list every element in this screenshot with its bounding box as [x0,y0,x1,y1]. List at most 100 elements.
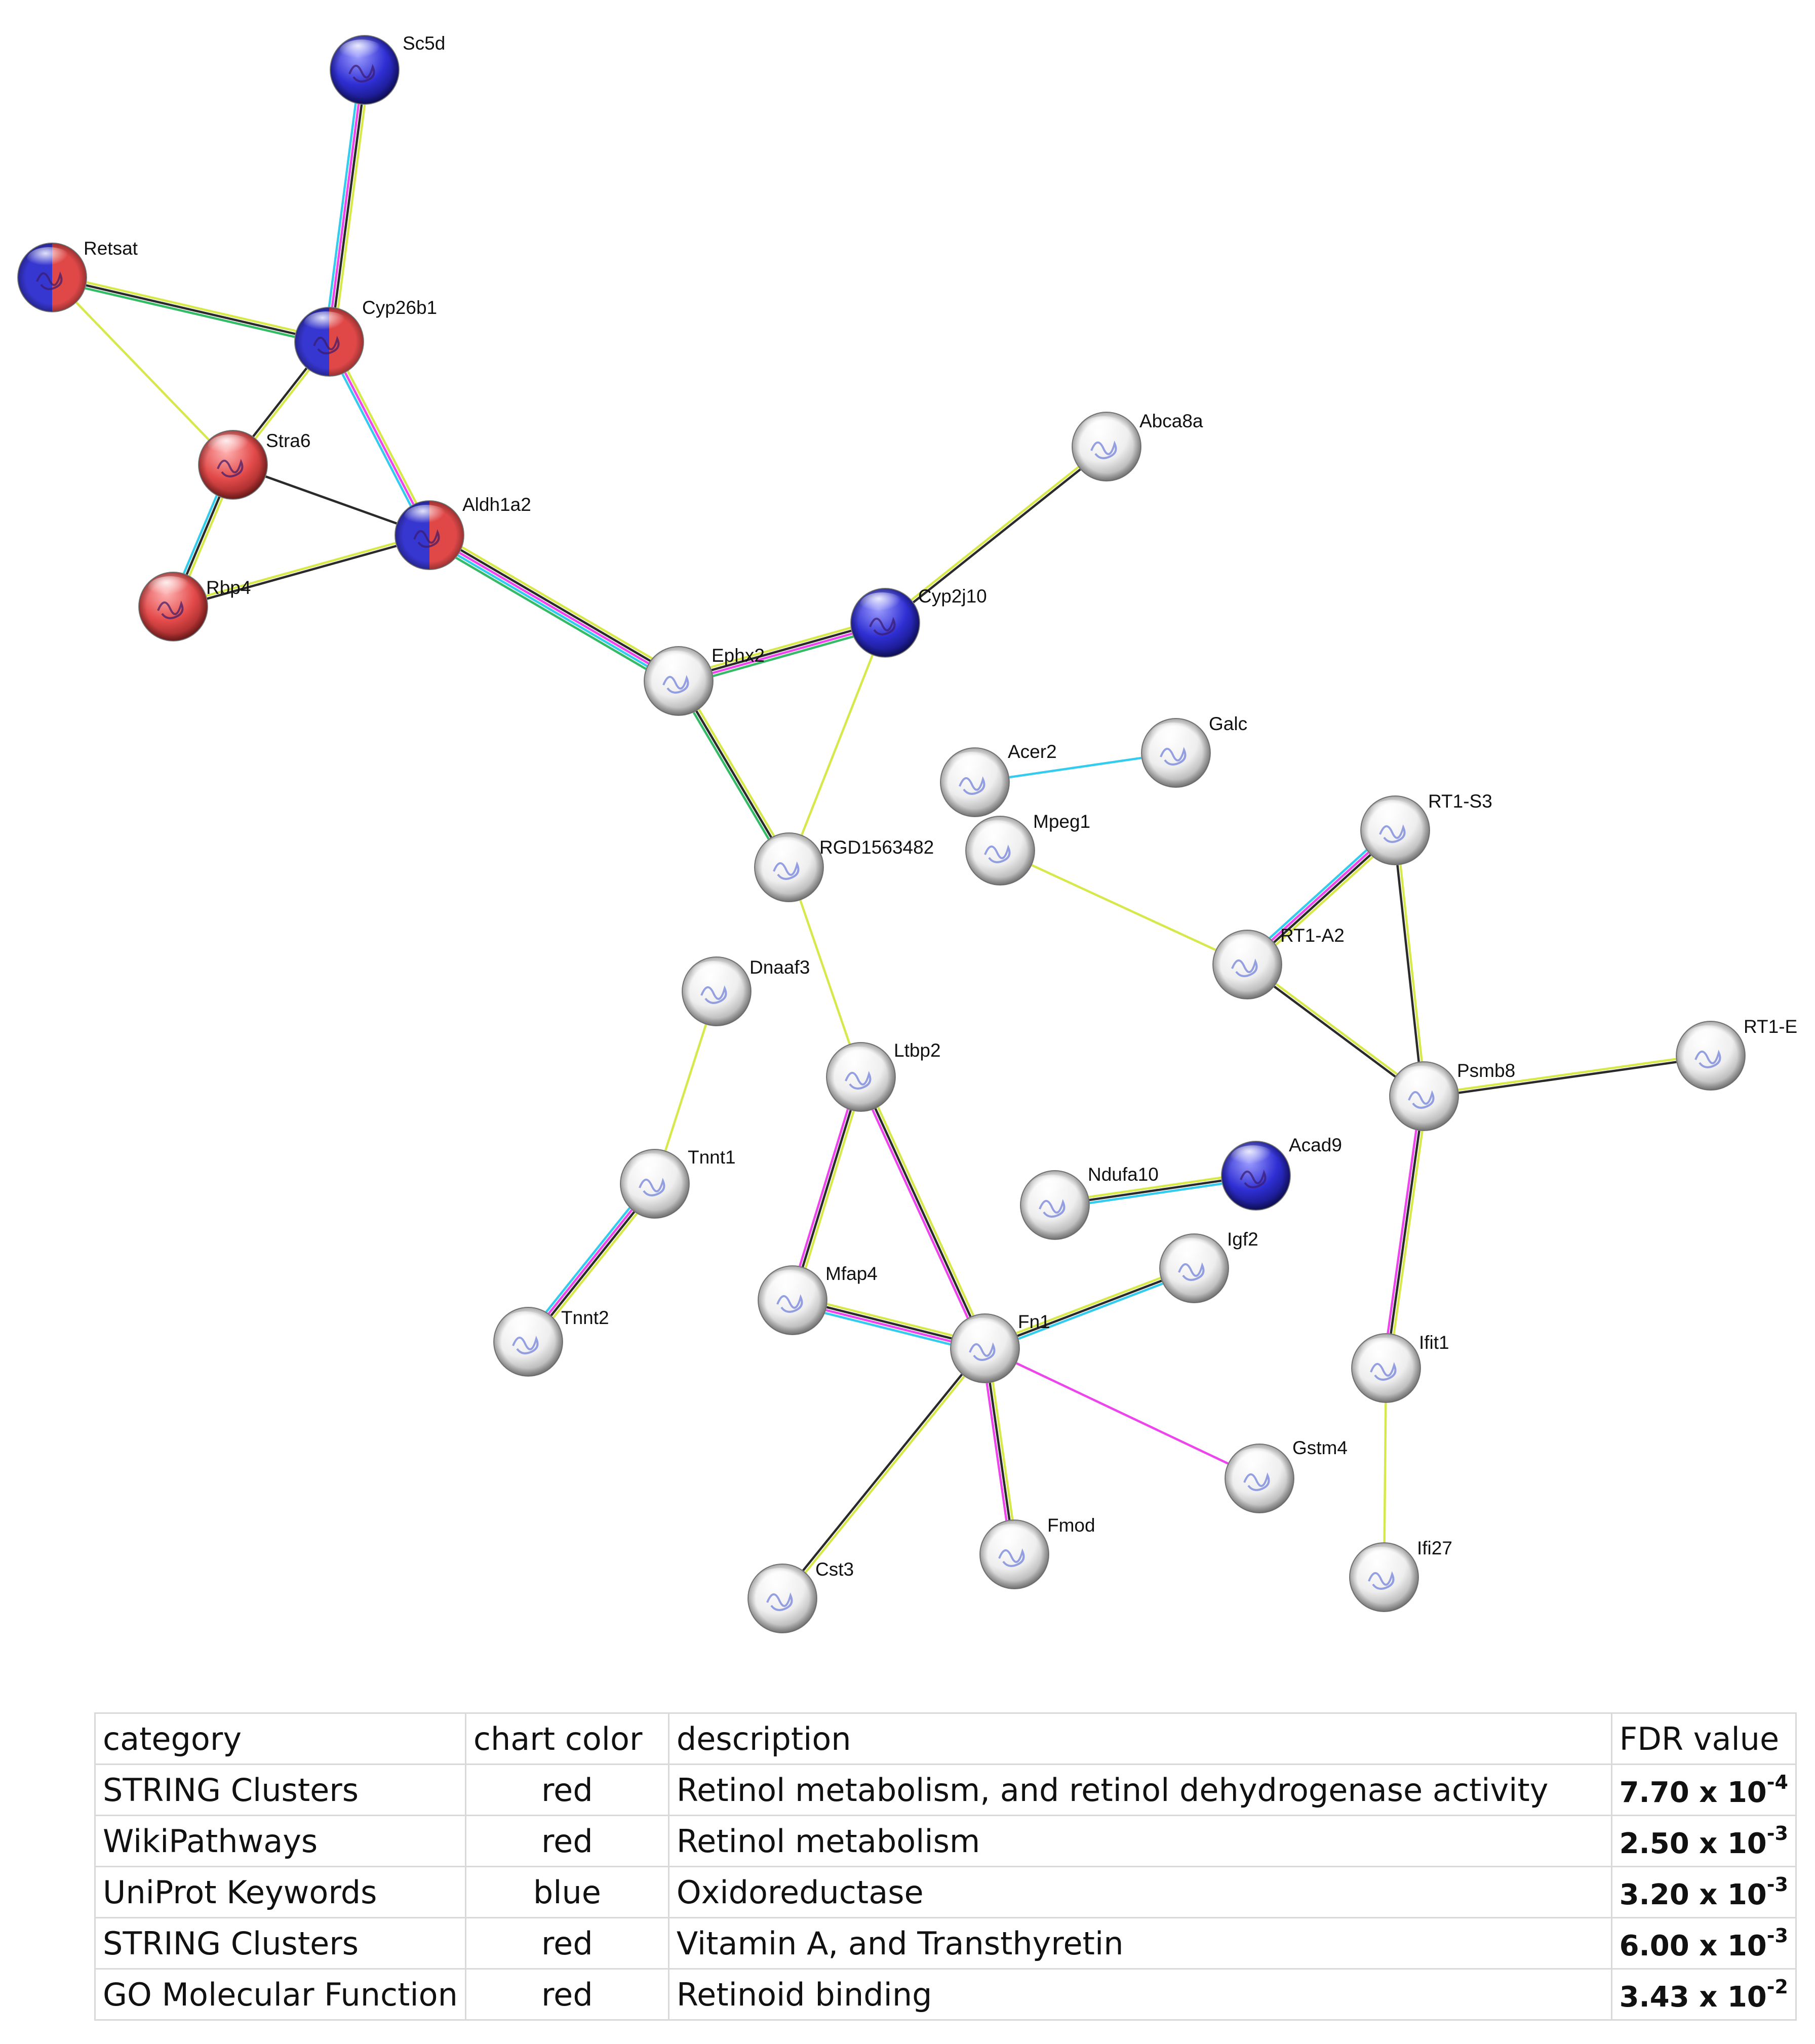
edge-evidence-line [1000,849,1248,966]
node-Ndufa10[interactable]: Ndufa10 [1020,1164,1159,1240]
node-label: Tnnt1 [688,1147,736,1168]
fdr-exponent: -2 [1766,1975,1788,1998]
edge-evidence-line [678,680,790,868]
node-Rbp4[interactable]: Rbp4 [138,572,251,642]
node-label: Ephx2 [712,645,765,666]
row-chart-color: red [464,1815,669,1867]
row-fdr-value: 3.20 x 10-3 [1610,1866,1797,1918]
edge-evidence-line [859,1076,987,1349]
node-Ephx2[interactable]: Ephx2 [644,645,765,716]
node-highlight [404,505,449,529]
edge-Cyp2j10-Abca8a [883,444,1109,625]
node-Mpeg1[interactable]: Mpeg1 [965,811,1090,886]
edge-evidence-line [1245,965,1424,1099]
node-highlight [503,1311,547,1336]
row-chart-color: red [464,1917,669,1970]
node-Gstm4[interactable]: Gstm4 [1225,1437,1348,1513]
edge-evidence-line [984,1267,1195,1350]
node-Galc[interactable]: Galc [1141,713,1247,788]
edge-Aldh1a2-Ephx2 [425,529,683,688]
node-Fn1[interactable]: Fn1 [950,1311,1050,1383]
node-highlight [836,1047,880,1071]
fdr-mantissa: 6.00 x 10 [1619,1929,1767,1962]
node-Sc5d[interactable]: Sc5d [330,33,445,105]
edge-evidence-line [791,1076,862,1301]
node-highlight [1359,1547,1403,1571]
node-highlight [304,311,348,336]
row-category: STRING Clusters [94,1917,466,1970]
edge-Fn1-Igf2 [983,1264,1196,1352]
row-fdr-value: 2.50 x 10-3 [1610,1815,1797,1867]
node-highlight [989,1524,1034,1548]
row-fdr-value: 6.00 x 10-3 [1610,1917,1797,1970]
edge-evidence-line [427,537,678,685]
node-Tnnt1[interactable]: Tnnt1 [620,1147,736,1219]
node-Fmod[interactable]: Fmod [979,1515,1095,1589]
node-label: Psmb8 [1457,1060,1515,1081]
node-label: Fn1 [1018,1311,1050,1332]
node-Ifit1[interactable]: Ifit1 [1351,1332,1449,1403]
node-Stra6[interactable]: Stra6 [198,430,310,500]
node-Dnaaf3[interactable]: Dnaaf3 [682,956,810,1026]
node-highlight [148,576,192,600]
row-fdr-value: 3.43 x 10-2 [1610,1968,1797,2021]
node-label: Ndufa10 [1088,1164,1159,1185]
node-Ifi27[interactable]: Ifi27 [1349,1538,1452,1612]
node-Retsat[interactable]: Retsat [17,238,138,312]
node-Cst3[interactable]: Cst3 [747,1559,854,1633]
edge-evidence-line [172,532,429,607]
node-label: Ltbp2 [894,1040,941,1061]
edge-Mpeg1-RT1-A2 [1000,849,1248,966]
node-label: Aldh1a2 [462,494,531,515]
edge-Cyp26b1-Aldh1a2 [325,340,433,537]
node-highlight [1030,1175,1074,1199]
node-Aldh1a2[interactable]: Aldh1a2 [394,494,531,570]
table-row: WikiPathways red Retinol metabolism 2.50… [94,1815,1797,1867]
node-Acer2[interactable]: Acer2 [940,741,1057,817]
node-label: Stra6 [266,430,310,451]
enrichment-table: category chart color description FDR val… [94,1712,1797,2021]
edge-evidence-line [173,535,430,610]
edge-evidence-line [794,1077,865,1302]
edge-evidence-line [885,447,1109,625]
edge-evidence-line [431,529,683,677]
node-highlight [950,752,994,776]
row-chart-color: red [464,1764,669,1816]
node-RT1-B[interactable]: RT1-E [1676,1016,1797,1091]
edge-Psmb8-Ifit1 [1382,1095,1429,1369]
node-Igf2[interactable]: Igf2 [1159,1229,1258,1303]
edge-evidence-line [679,626,887,687]
edge-evidence-line [985,1270,1196,1352]
node-highlight [975,820,1019,845]
edge-Ephx2-RGD1563482 [675,678,793,870]
node-label: Tnnt2 [561,1307,609,1328]
node-Tnnt2[interactable]: Tnnt2 [493,1307,609,1377]
fdr-exponent: -3 [1766,1822,1788,1845]
edge-evidence-line [51,276,234,466]
fdr-mantissa: 2.50 x 10 [1619,1827,1767,1860]
edge-evidence-line [1395,830,1427,1096]
edge-evidence-line [1424,1056,1711,1099]
edge-evidence-line [857,1077,983,1350]
node-Cyp26b1[interactable]: Cyp26b1 [294,297,437,377]
node-Ltbp2[interactable]: Ltbp2 [826,1040,941,1112]
edge-evidence-line [1385,1096,1426,1369]
edge-Retsat-Stra6 [51,276,234,466]
edge-evidence-line [328,341,430,536]
edge-Fn1-Gstm4 [984,1347,1260,1480]
node-highlight [1399,1066,1443,1090]
edge-evidence-line [52,276,330,343]
node-highlight [757,1568,802,1592]
header-description: description [667,1712,1612,1765]
node-RGD1563482[interactable]: RGD1563482 [754,832,934,902]
edge-evidence-line [677,617,885,678]
node-RT1-A2[interactable]: RT1-A2 [1212,925,1345,999]
node-RT1-S3[interactable]: RT1-S3 [1360,791,1492,865]
node-Cyp2j10[interactable]: Cyp2j10 [850,586,987,658]
node-Psmb8[interactable]: Psmb8 [1389,1060,1515,1131]
node-Abca8a[interactable]: Abca8a [1072,411,1203,482]
row-category: WikiPathways [94,1815,466,1867]
node-Acad9[interactable]: Acad9 [1221,1135,1342,1211]
node-Mfap4[interactable]: Mfap4 [758,1263,878,1335]
